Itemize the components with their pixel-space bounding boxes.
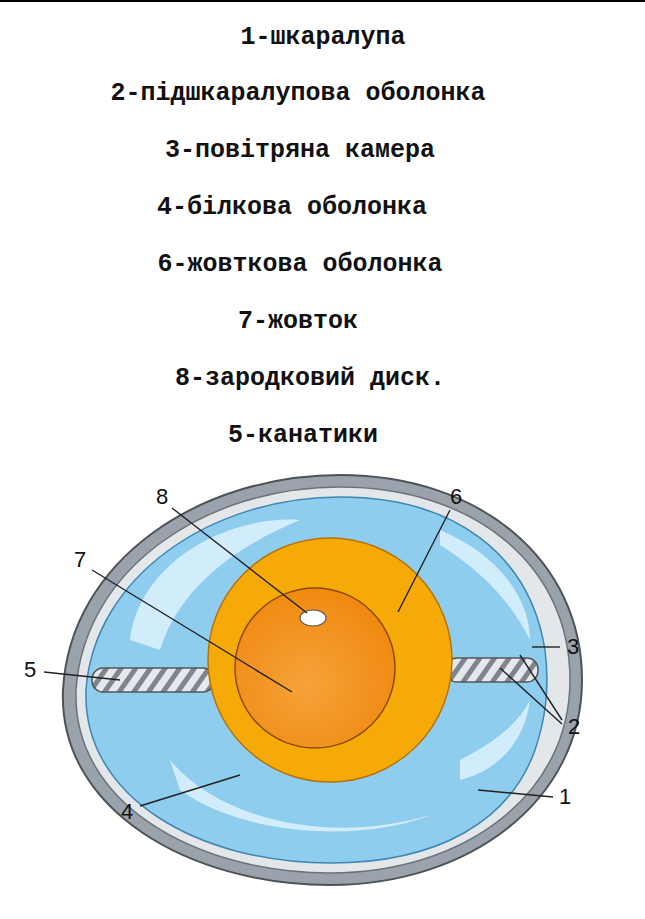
leader-lines [44,508,562,806]
legend-line: 8-зародковий диск. [175,364,445,393]
shell [63,475,582,885]
shell-membrane [76,487,570,873]
legend-line: 2-підшкаралупова оболонка [110,79,485,108]
germinal-disc [300,610,326,626]
chalaza [92,668,214,692]
callout-number: 7 [74,547,86,573]
callout-number: 3 [567,634,579,660]
callout-number: 6 [450,484,462,510]
callout-number: 4 [121,799,133,825]
legend-line: 3-повітряна камера [165,136,435,165]
legend-line: 4-білкова оболонка [157,193,427,222]
legend-line: 1-шкаралупа [240,23,405,52]
callout-number: 1 [559,784,571,810]
top-rule [0,0,645,2]
callout-number: 5 [24,657,36,683]
callout-number: 2 [568,714,580,740]
callout-number: 8 [156,484,168,510]
legend-line: 7-жовток [238,307,358,336]
highlight [460,700,530,780]
highlight [440,530,530,640]
yolk [235,588,395,748]
albumen [86,497,547,863]
legend-line: 5-канатики [228,421,378,450]
yolk-membrane [208,538,452,782]
legend-line: 6-жовткова оболонка [157,250,442,279]
